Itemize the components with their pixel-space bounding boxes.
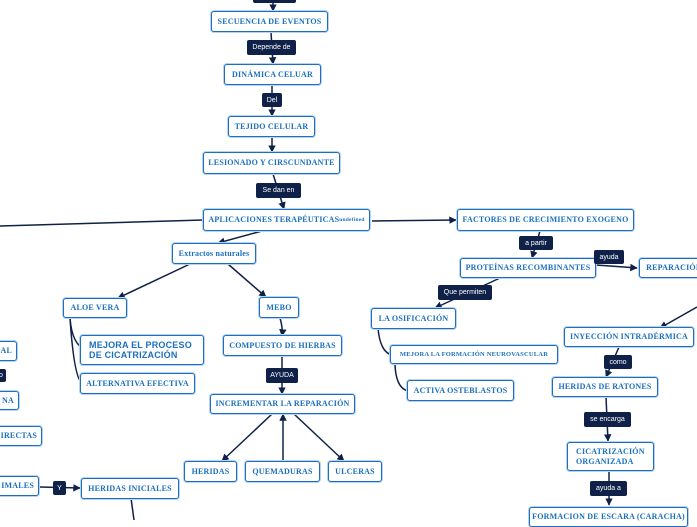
node-extractos-naturales[interactable]: Extractos naturales bbox=[172, 243, 256, 264]
node-activa-osteblastos[interactable]: ACTIVA OSTEBLASTOS bbox=[407, 380, 514, 401]
link-label-del: Del bbox=[262, 93, 282, 107]
link-label-que-permiten: Que permiten bbox=[438, 285, 492, 300]
node-left-irectas[interactable]: IRECTAS bbox=[0, 426, 42, 446]
link-label-top bbox=[253, 0, 296, 3]
node-la-osificacion[interactable]: LA OSIFICACIÓN bbox=[371, 308, 456, 329]
node-alternativa-efectiva[interactable]: ALTERNATIVA EFECTIVA bbox=[80, 373, 195, 394]
node-dinamica-celuar[interactable]: DINÁMICA CELUAR bbox=[224, 64, 321, 85]
node-heridas-de-ratones[interactable]: HERIDAS DE RATONES bbox=[552, 377, 658, 397]
link-label-depende-de: Depende de bbox=[247, 40, 296, 55]
link-label-se-dan-en: Se dan en bbox=[256, 183, 301, 198]
link-label-o: o bbox=[0, 369, 6, 382]
link-label-como: como bbox=[604, 355, 632, 369]
link-label-ayuda: ayuda bbox=[594, 250, 624, 264]
link-label-ayuda-a: ayuda a bbox=[590, 481, 627, 496]
node-mejora-el-proceso[interactable]: MEJORA EL PROCESO DE CICATRIZACIÓN bbox=[80, 335, 204, 365]
node-left-imales[interactable]: IMALES bbox=[0, 476, 39, 496]
node-formacion-de-escara[interactable]: FORMACION DE ESCARA (CARACHA) bbox=[529, 507, 688, 527]
node-left-na[interactable]: NA bbox=[0, 391, 19, 410]
node-proteinas-recombinantes[interactable]: PROTEÍNAS RECOMBINANTES bbox=[460, 258, 596, 278]
node-mebo[interactable]: MEBO bbox=[259, 297, 299, 318]
node-left-al[interactable]: AL bbox=[0, 341, 17, 361]
node-incrementar-la-reparacion[interactable]: INCREMENTAR LA REPARACIÓN bbox=[210, 394, 355, 414]
link-label-se-encarga: se encarga bbox=[584, 412, 631, 427]
link-label-ayuda-caps: AYUDA bbox=[266, 368, 298, 383]
node-ulceras[interactable]: ULCERAS bbox=[328, 461, 382, 482]
link-label-a-partir: a partir bbox=[519, 236, 553, 250]
node-mejora-la-formacion[interactable]: MEJORA LA FORMACIÓN NEUROVASCULAR bbox=[390, 345, 558, 364]
node-aloe-vera[interactable]: ALOE VERA bbox=[63, 298, 127, 318]
node-heridas[interactable]: HERIDAS bbox=[184, 461, 237, 482]
node-reparacion[interactable]: REPARACIÓN bbox=[639, 258, 697, 278]
node-quemaduras[interactable]: QUEMADURAS bbox=[245, 461, 320, 482]
aplicaciones-title: APLICACIONES TERAPÉUTICAS bbox=[208, 215, 340, 225]
link-label-y: Y bbox=[53, 481, 66, 495]
node-cicatrizacion-organizada[interactable]: CICATRIZACIÓN ORGANIZADA bbox=[567, 442, 654, 471]
aplicaciones-subscript: undefined bbox=[339, 216, 365, 223]
node-compuesto-de-hierbas[interactable]: COMPUESTO DE HIERBAS bbox=[223, 335, 342, 356]
node-inyeccion-intradermica[interactable]: INYECCIÓN INTRADÉRMICA bbox=[564, 327, 694, 347]
node-lesionado-y-circundante[interactable]: LESIONADO Y CIRSCUNDANTE bbox=[203, 152, 340, 174]
node-heridas-iniciales[interactable]: HERIDAS INICIALES bbox=[81, 478, 179, 499]
node-secuencia-de-eventos[interactable]: SECUENCIA DE EVENTOS bbox=[211, 11, 328, 32]
node-tejido-celular[interactable]: TEJIDO CELULAR bbox=[228, 116, 315, 137]
node-factores-de-crecimiento[interactable]: FACTORES DE CRECIMIENTO EXOGENO bbox=[457, 209, 634, 231]
